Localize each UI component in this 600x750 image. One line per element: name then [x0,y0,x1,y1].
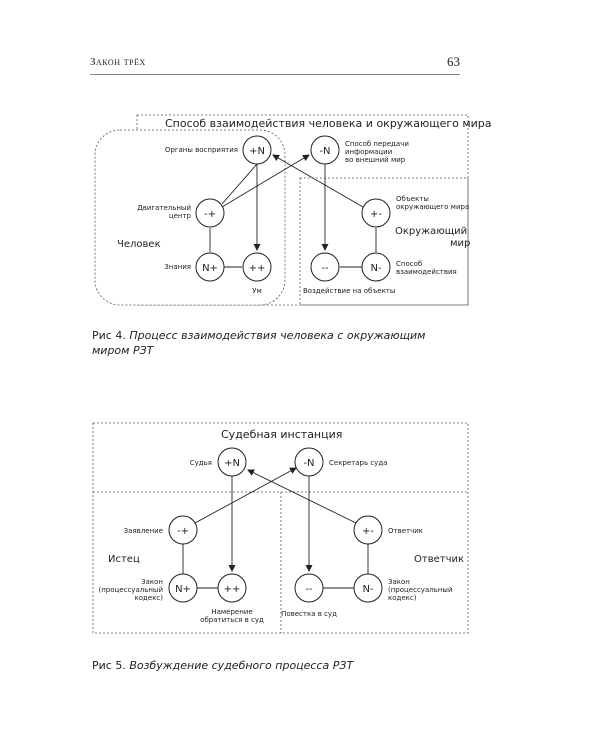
node-plus-n [217,447,247,477]
node-plus-n-label: +N [249,146,265,157]
node-n-plus-label: N+ [175,584,191,595]
label-law-right-2: (процессуальный [388,586,453,594]
node-minus-plus [168,515,198,545]
figure-5-caption: Рис 5. Возбуждение судебного процесса РЗ… [92,659,354,672]
environment-label-1: Окружающий [395,226,467,237]
node-plus-plus [242,252,272,282]
label-summons: Повестка в суд [281,610,337,618]
defendant-label: Ответчик [414,554,464,565]
node-minus-n [294,447,324,477]
node-minus-plus-label: -+ [204,209,216,220]
label-law-left-2: (процессуальный [99,586,164,594]
label-transfer-2: информации [345,148,392,156]
node-n-plus-label: N+ [202,263,218,274]
label-law-left-1: Закон [141,578,163,586]
node-minus-n-label: -N [303,458,314,469]
node-minus-minus [310,252,340,282]
plaintiff-label: Истец [108,554,140,565]
figure-4-caption: Рис 4. Процесс взаимодействия человека с… [92,329,426,357]
node-plus-n [242,135,272,165]
label-intent-2: обратиться в суд [200,616,264,624]
label-motor-2: центр [169,212,192,220]
running-header: Закон трёх 63 [90,54,460,75]
node-plus-plus-label: ++ [224,584,241,595]
node-n-minus-label: N- [370,263,381,274]
node-minus-n [310,135,340,165]
node-minus-n-label: -N [319,146,330,157]
environment-label-2: мир [450,238,470,249]
label-law-right-1: Закон [388,578,410,586]
node-minus-minus-label: -- [305,584,313,595]
node-plus-plus-label: ++ [249,263,266,274]
label-mind: Ум [252,287,262,295]
page-number: 63 [447,54,460,69]
node-n-plus [195,252,225,282]
label-action: Воздействие на объекты [303,287,395,295]
node-plus-plus [217,573,247,603]
label-perception: Органы восприятия [165,146,238,154]
label-secretary: Секретарь суда [329,459,387,467]
node-n-minus-label: N- [362,584,373,595]
label-statement: Заявление [124,527,163,535]
label-law-left-3: кодекс) [135,594,164,602]
running-title: Закон трёх [90,56,146,68]
court-frame [92,422,469,634]
human-region [94,129,286,306]
figure-5-title: Судебная инстанция [221,428,342,441]
figure-4-title: Способ взаимодействия человека и окружаю… [165,117,492,130]
node-n-minus [353,573,383,603]
label-transfer-1: Способ передачи [345,140,409,148]
label-law-right-3: кодекс) [388,594,417,602]
label-defendant: Ответчик [388,527,423,535]
node-minus-plus-label: -+ [177,526,189,537]
label-knowledge: Знания [164,263,191,271]
environment-region [299,177,469,306]
human-label: Человек [117,239,161,250]
node-minus-minus [294,573,324,603]
label-interaction-2: взаимодействия [396,268,457,276]
label-judge: Судья [190,459,212,467]
label-interaction-1: Способ [396,260,422,268]
node-plus-minus-label: +- [370,209,382,220]
node-plus-minus [361,198,391,228]
node-plus-minus [353,515,383,545]
label-motor-1: Двигательный [137,204,191,212]
label-objects-2: окружающего мира [396,203,469,211]
label-transfer-3: во внешний мир [345,156,406,164]
node-n-plus [168,573,198,603]
node-plus-n-label: +N [224,458,240,469]
node-n-minus [361,252,391,282]
node-minus-plus [195,198,225,228]
label-intent-1: Намерение [211,608,252,616]
node-minus-minus-label: -- [321,263,329,274]
figure-4-diagram: Способ взаимодействия человека и окружаю… [94,114,492,306]
node-plus-minus-label: +- [362,526,374,537]
label-objects-1: Объекты [396,195,429,203]
figure-5-diagram: Судебная инстанция Истец Ответчик +N -N … [92,422,469,634]
